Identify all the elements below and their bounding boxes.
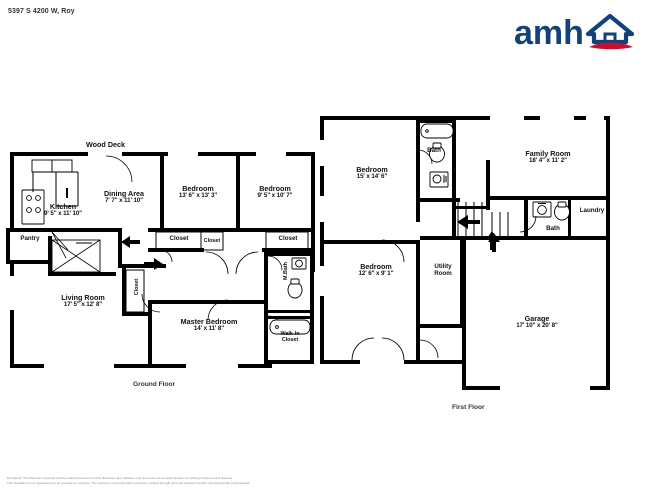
room-label-living-room: Living Room 17' 5" x 12' 8" bbox=[41, 293, 125, 309]
room-label-master-bedroom: Master Bedroom 14' x 11' 8" bbox=[163, 317, 255, 333]
walkin-name-line1: Walk-In bbox=[280, 331, 300, 337]
garage-dimensions: 17' 10" x 20' 8" bbox=[516, 322, 558, 330]
kitchen-name: Kitchen bbox=[49, 202, 77, 211]
room-label-closet-2: Closet bbox=[199, 238, 225, 244]
living-dimensions: 17' 5" x 12' 8" bbox=[63, 301, 103, 309]
pantry-name: Pantry bbox=[20, 235, 40, 242]
room-label-closet-1: Closet bbox=[158, 235, 200, 243]
room-label-ff-bedroom-1: Bedroom 15' x 14' 6" bbox=[335, 165, 409, 181]
room-label-ff-bath-1: Bath bbox=[418, 147, 450, 155]
room-label-master-bath: M.Bath bbox=[283, 254, 289, 288]
ff-bedroom2-name: Bedroom bbox=[360, 262, 392, 271]
laundry-bath-fixtures bbox=[519, 201, 570, 233]
room-label-bedroom-2: Bedroom 9' 5" x 10' 7" bbox=[240, 184, 310, 200]
room-label-pantry: Pantry bbox=[9, 235, 51, 243]
dining-name: Dining Area bbox=[103, 189, 145, 198]
room-label-walk-in-closet: Walk-In Closet bbox=[270, 331, 310, 343]
utility-name-line2: Room bbox=[434, 269, 452, 277]
direction-arrow bbox=[121, 236, 163, 270]
ff-bath1-name: Bath bbox=[427, 147, 441, 154]
logo-wordmark: amh bbox=[514, 14, 584, 52]
walkin-name-line2: Closet bbox=[281, 337, 299, 344]
room-label-utility-room: Utility Room bbox=[425, 263, 461, 278]
kitchen-fixtures bbox=[21, 159, 116, 276]
closet3-name: Closet bbox=[278, 235, 298, 242]
ff-bedroom1-dimensions: 15' x 14' 6" bbox=[356, 173, 388, 181]
family-room-dimensions: 18' 4" x 11' 2" bbox=[529, 157, 567, 165]
master-name: Master Bedroom bbox=[180, 317, 238, 326]
family-room-name: Family Room bbox=[525, 149, 571, 158]
room-label-dining-area: Dining Area 7' 7" x 11' 10" bbox=[86, 189, 162, 205]
house-roof-icon bbox=[585, 13, 635, 45]
closet2-name: Closet bbox=[203, 238, 221, 244]
closet1-name: Closet bbox=[169, 235, 189, 242]
laundry-name: Laundry bbox=[579, 207, 605, 214]
amh-logo: amh bbox=[492, 8, 642, 56]
room-label-laundry: Laundry bbox=[573, 207, 611, 215]
master-bath-fixtures bbox=[269, 257, 311, 335]
room-label-ff-bath-2: Bath bbox=[538, 225, 568, 233]
garage-name: Garage bbox=[524, 314, 550, 323]
living-name: Living Room bbox=[61, 293, 105, 302]
ground-floor-plan bbox=[6, 152, 315, 368]
room-label-closet-3: Closet bbox=[267, 235, 309, 243]
red-swoosh-icon bbox=[589, 42, 633, 50]
closet-vert-name: Closet bbox=[133, 278, 140, 296]
disclaimer-line-2: This illustration is not guaranteed to b… bbox=[7, 481, 251, 486]
master-dimensions: 14' x 11' 8" bbox=[193, 325, 225, 333]
label-wood-deck: Wood Deck bbox=[86, 140, 126, 149]
bedroom1-name: Bedroom bbox=[182, 184, 214, 193]
floor-label-first: First Floor bbox=[452, 404, 485, 411]
room-label-kitchen: Kitchen 9' 5" x 11' 10" bbox=[28, 202, 98, 218]
room-label-ff-bedroom-2: Bedroom 12' 6" x 9' 1" bbox=[340, 262, 412, 278]
ff-bedroom1-name: Bedroom bbox=[356, 165, 388, 174]
property-address: 5397 S 4200 W, Roy bbox=[8, 8, 75, 15]
room-label-closet-vertical: Closet bbox=[134, 272, 140, 302]
disclaimer: Disclaimer: The floorplans depicted and … bbox=[7, 476, 643, 486]
upper-bath-fixtures bbox=[417, 123, 454, 188]
bedroom2-dimensions: 9' 5" x 10' 7" bbox=[257, 192, 293, 200]
disclaimer-line-1: Disclaimer: The floorplans depicted and … bbox=[7, 476, 233, 481]
bedroom1-dimensions: 13' 6" x 13' 3" bbox=[178, 192, 218, 200]
room-label-bedroom-1: Bedroom 13' 6" x 13' 3" bbox=[162, 184, 234, 200]
utility-name-line1: Utility bbox=[434, 263, 452, 270]
mbath-name: M.Bath bbox=[282, 262, 289, 281]
room-label-family-room: Family Room 18' 4" x 11' 2" bbox=[505, 149, 591, 165]
ff-bedroom2-dimensions: 12' 6" x 9' 1" bbox=[358, 270, 394, 278]
first-floor-stairs bbox=[457, 202, 483, 236]
ff-bath2-name: Bath bbox=[546, 225, 560, 232]
room-label-garage: Garage 17' 10" x 20' 8" bbox=[494, 314, 580, 330]
bedroom2-name: Bedroom bbox=[259, 184, 291, 193]
floor-label-ground: Ground Floor bbox=[133, 381, 176, 388]
dining-dimensions: 7' 7" x 11' 10" bbox=[105, 197, 143, 205]
kitchen-dimensions: 9' 5" x 11' 10" bbox=[44, 210, 82, 218]
first-floor-plan bbox=[320, 116, 610, 390]
